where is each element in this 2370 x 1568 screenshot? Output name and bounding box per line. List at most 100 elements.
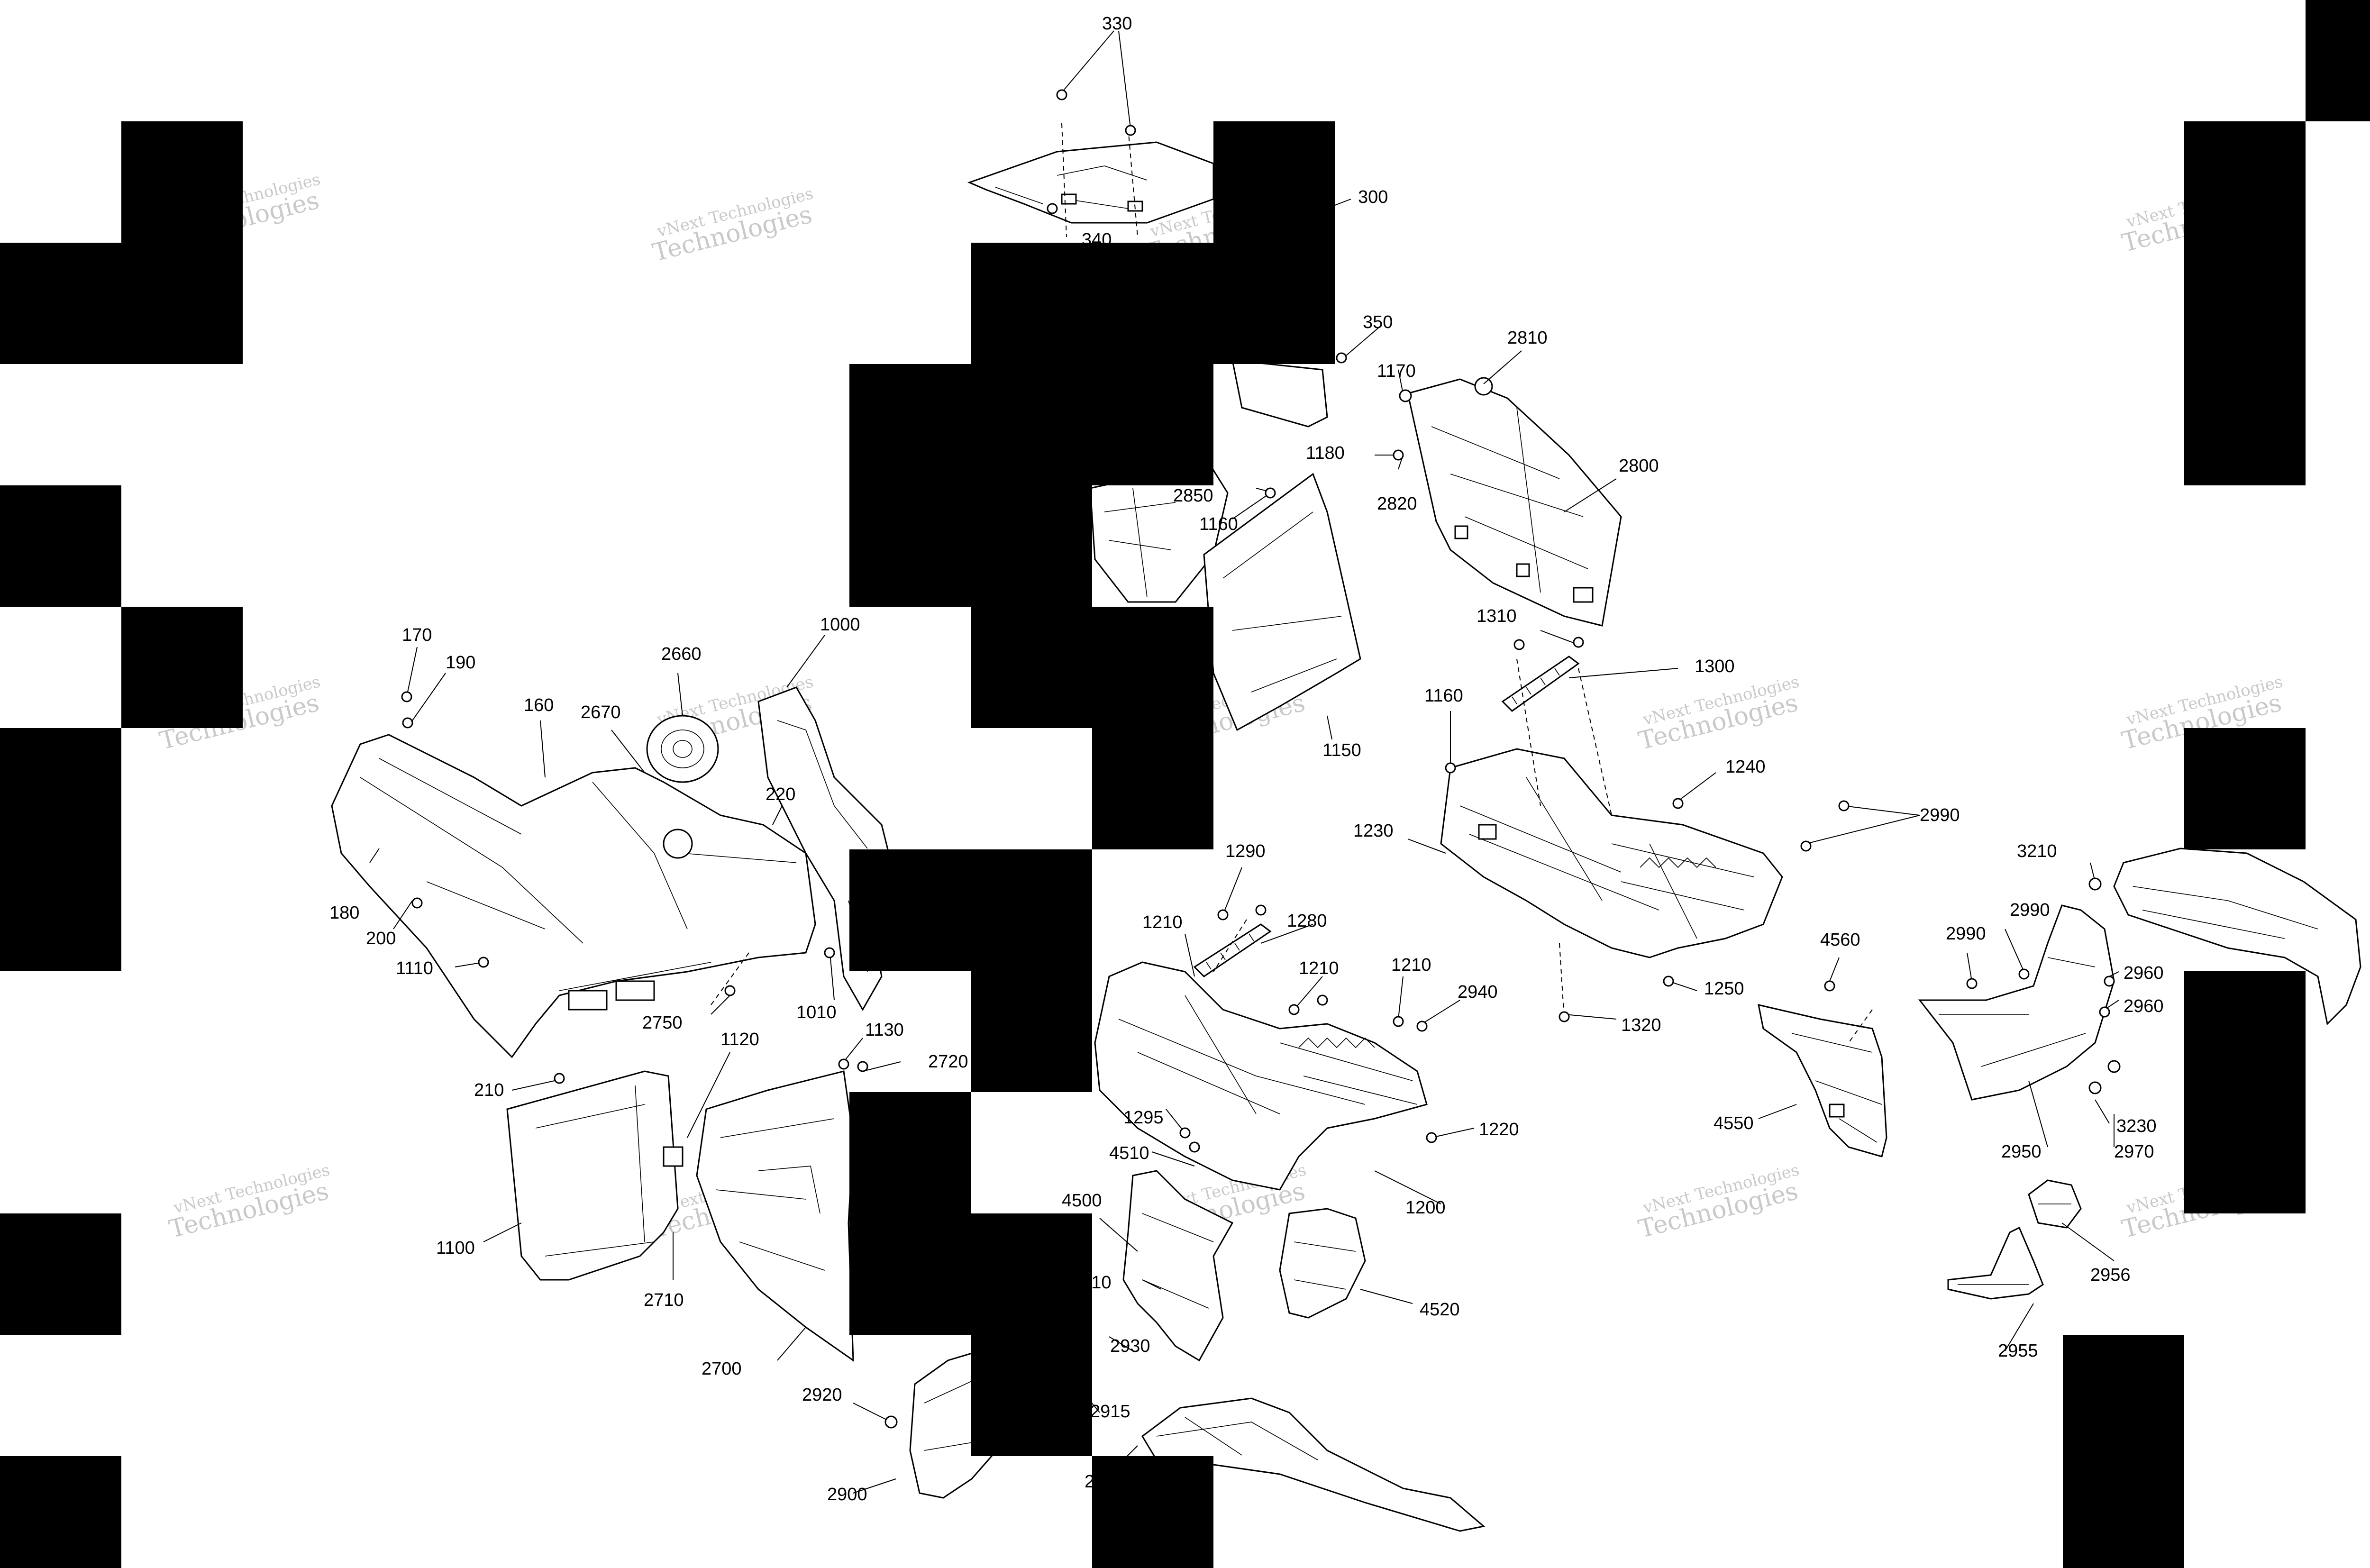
callout-1210: 1210: [1142, 912, 1183, 932]
callout-1100: 1100: [436, 1238, 475, 1258]
callout-1300: 1300: [1695, 656, 1735, 676]
callout-1160: 1160: [1199, 514, 1238, 534]
callout-1290: 1290: [1225, 841, 1266, 861]
callout-2670: 2670: [581, 702, 621, 722]
callout-2950: 2950: [2001, 1142, 2042, 1162]
callout-2990: 2990: [1920, 805, 1960, 825]
callout-2750: 2750: [642, 1013, 683, 1033]
part-2955: [1947, 1226, 2044, 1300]
part-1150: [1203, 359, 1361, 731]
callout-2920: 2920: [802, 1385, 842, 1405]
part-2800: [1407, 377, 1622, 627]
callout-4500: 4500: [1062, 1191, 1102, 1211]
callout-220: 220: [766, 784, 795, 804]
callout-1010: 1010: [796, 1003, 837, 1022]
redaction-block: [849, 849, 1092, 971]
part-1300: [1501, 656, 1580, 712]
callout-4510: 4510: [1109, 1143, 1149, 1163]
parts: [331, 141, 2361, 1532]
callout-2940: 2940: [1458, 982, 1498, 1002]
callout-4520: 4520: [1420, 1300, 1460, 1320]
redaction-block: [0, 485, 121, 607]
callout-2850: 2850: [1173, 486, 1213, 506]
callout-2710: 2710: [644, 1290, 684, 1310]
callout-3210: 3210: [2017, 841, 2057, 861]
callout-4550: 4550: [1714, 1113, 1754, 1133]
part-1280: [1193, 923, 1272, 977]
callout-200: 200: [366, 929, 396, 948]
callout-1240: 1240: [1725, 757, 1766, 777]
alignment-lines: [711, 123, 1873, 1043]
redaction-block: [121, 121, 243, 243]
part-300: [967, 141, 1214, 224]
callout-2915: 2915: [1090, 1402, 1130, 1422]
callout-3230: 3230: [2116, 1116, 2157, 1136]
part-2930: [1141, 1397, 1486, 1532]
callout-1210: 1210: [1299, 958, 1339, 978]
redaction-block: [0, 243, 243, 364]
callout-2955: 2955: [1998, 1341, 2038, 1361]
callout-1170: 1170: [1377, 361, 1416, 381]
callout-1320: 1320: [1621, 1015, 1661, 1035]
callout-1200: 1200: [1405, 1198, 1446, 1218]
callout-1110: 1110: [396, 958, 433, 978]
callout-1250: 1250: [1704, 979, 1744, 999]
callout-2900: 2900: [827, 1485, 867, 1504]
part-1230: [1440, 748, 1783, 958]
callout-2956: 2956: [2090, 1265, 2131, 1285]
callout-2820: 2820: [1377, 494, 1417, 514]
redaction-block: [2063, 1335, 2184, 1568]
callout-160: 160: [524, 695, 554, 715]
part-4500: [1122, 1170, 1234, 1362]
redaction-block: [2184, 971, 2306, 1213]
callout-190: 190: [446, 653, 475, 673]
callout-2720: 2720: [928, 1052, 968, 1072]
redaction-block: [121, 607, 243, 728]
callout-170: 170: [402, 625, 432, 645]
part-1100: [506, 1070, 679, 1281]
fasteners: [401, 89, 2121, 1429]
callout-1210: 1210: [1391, 955, 1431, 975]
redaction-block: [971, 607, 1213, 728]
redaction-block: [2184, 121, 2306, 485]
callout-330: 330: [1102, 14, 1132, 34]
part-160: [331, 734, 816, 1058]
redaction-block: [971, 971, 1092, 1092]
callout-2930: 2930: [1110, 1336, 1150, 1356]
redaction-block: [0, 1456, 121, 1568]
leader-lines: [369, 30, 2119, 1494]
part-2660: [646, 715, 719, 783]
callout-2800: 2800: [1619, 456, 1659, 476]
part-4520: [1279, 1208, 1366, 1319]
callout-1295: 1295: [1123, 1108, 1164, 1128]
callout-1180: 1180: [1306, 443, 1345, 463]
callout-1150: 1150: [1322, 740, 1361, 760]
callout-2990: 2990: [2010, 900, 2050, 920]
callout-1230: 1230: [1353, 821, 1394, 841]
callout-2990: 2990: [1946, 924, 1986, 944]
part-2700: [663, 1070, 854, 1362]
redaction-block: [1092, 1456, 1213, 1568]
callout-1160: 1160: [1424, 686, 1463, 706]
part-3210: [2113, 848, 2361, 1026]
callout-210: 210: [474, 1080, 504, 1100]
redaction-block: [1092, 728, 1213, 849]
callout-1220: 1220: [1479, 1120, 1519, 1140]
callout-2970: 2970: [2114, 1142, 2154, 1162]
callout-1280: 1280: [1287, 911, 1327, 931]
redaction-block: [971, 243, 1213, 364]
redaction-block: [849, 364, 1213, 485]
redaction-block: [0, 1213, 121, 1335]
part-4550: [1758, 1004, 1887, 1158]
callout-1130: 1130: [865, 1020, 904, 1040]
redaction-block: [0, 728, 121, 971]
callout-2960: 2960: [2124, 996, 2164, 1016]
callout-2700: 2700: [702, 1359, 742, 1379]
callout-4560: 4560: [1820, 930, 1860, 950]
part-1200: [1094, 961, 1428, 1191]
callout-1310: 1310: [1477, 606, 1517, 626]
part-2956: [2028, 1179, 2082, 1229]
redaction-block: [849, 485, 1092, 607]
